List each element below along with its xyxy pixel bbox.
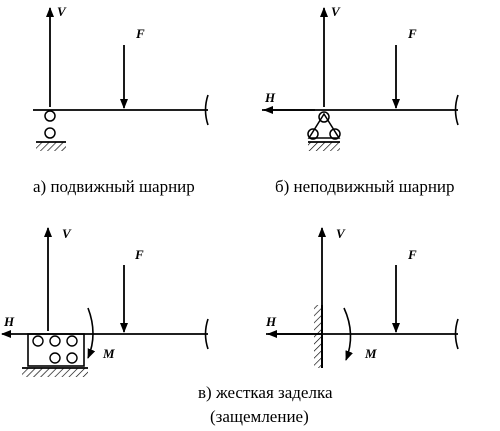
panel-fixed-hinge: H V F [262, 4, 459, 151]
label-h: H [3, 314, 15, 329]
roller [44, 127, 56, 139]
label-f: F [407, 247, 417, 262]
label-m: M [102, 346, 115, 361]
panel-rigid-clamp: H V F M [265, 226, 459, 368]
roller [66, 335, 78, 347]
label-h: H [265, 314, 277, 329]
beam-break-mark [204, 318, 209, 350]
label-f: F [407, 26, 417, 41]
roller [49, 335, 61, 347]
ground-hatch [36, 142, 66, 151]
roller-left [307, 128, 319, 140]
label-v: V [336, 226, 346, 241]
wall-hatch [314, 305, 322, 368]
panel-movable-hinge: V F [33, 4, 209, 151]
roller [66, 352, 78, 364]
ground-hatch [308, 142, 340, 151]
label-v: V [62, 226, 72, 241]
label-f: F [134, 247, 144, 262]
roller [32, 335, 44, 347]
caption-fixed-hinge: б) неподвижный шарнир [275, 177, 455, 196]
label-v: V [57, 4, 67, 19]
moment-m-arrow [343, 307, 353, 361]
ground-hatch [22, 368, 88, 377]
label-v: V [331, 4, 341, 19]
hinge-pin [318, 111, 330, 123]
hinge-pin [44, 110, 56, 122]
moment-m-arrow [87, 307, 96, 359]
roller [49, 352, 61, 364]
beam-break-mark [454, 94, 459, 126]
caption-clamping: (защемление) [210, 407, 309, 426]
beam-break-mark [204, 94, 209, 126]
label-h: H [264, 90, 276, 105]
support-box [27, 333, 85, 367]
label-f: F [135, 26, 145, 41]
caption-rigid-support: в) жесткая заделка [198, 383, 333, 402]
roller-right [329, 128, 341, 140]
support-triangle [307, 112, 341, 139]
caption-movable-hinge: а) подвижный шарнир [33, 177, 195, 196]
beam-break-mark [454, 318, 459, 350]
label-m: M [364, 346, 377, 361]
panel-rigid-support-rollers: H V F M [1, 226, 209, 377]
